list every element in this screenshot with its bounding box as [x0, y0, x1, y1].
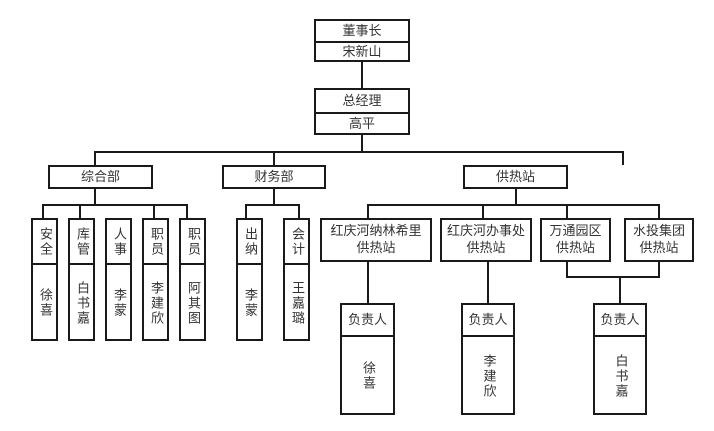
connector	[515, 189, 517, 205]
station-name: 红庆河办事处 供热站	[446, 224, 525, 256]
staff-role: 人事	[111, 226, 126, 257]
head-name: 白书嘉	[612, 353, 628, 399]
head-card: 负责人 李建欣	[461, 303, 515, 415]
department-name: 财务部	[254, 169, 294, 185]
staff-name: 阿其图	[185, 280, 200, 326]
staff-card: 人事 李蒙	[105, 218, 132, 341]
connector	[245, 204, 247, 218]
department-finance: 财务部	[222, 165, 326, 189]
staff-role: 职员	[148, 226, 163, 257]
connector	[658, 204, 660, 218]
connector	[42, 204, 44, 218]
connector	[298, 204, 300, 218]
station-name: 水投集团 供热站	[632, 224, 685, 256]
station-name: 红庆河纳林希里 供热站	[330, 224, 422, 256]
connector-gm-down	[361, 135, 363, 152]
head-name: 徐喜	[360, 361, 375, 391]
gm-title: 总经理	[342, 93, 382, 109]
station-box: 红庆河纳林希里 供热站	[320, 218, 432, 262]
connector	[658, 262, 660, 278]
general-manager-box: 总经理 高平	[314, 88, 410, 135]
staff-name: 李建欣	[148, 280, 163, 326]
staff-role: 安全	[37, 226, 52, 257]
station-box: 万通园区 供热站	[540, 218, 611, 262]
head-role: 负责人	[347, 312, 387, 328]
connector	[487, 262, 489, 303]
staff-role: 职员	[185, 226, 200, 257]
connector	[566, 276, 660, 278]
connector	[482, 204, 484, 218]
staff-card: 库管 白书嘉	[68, 218, 95, 341]
staff-name: 徐喜	[37, 288, 52, 318]
connector	[619, 276, 621, 303]
staff-card: 职员 阿其图	[179, 218, 206, 341]
staff-role: 会计	[289, 226, 304, 257]
gm-name: 高平	[316, 112, 408, 135]
head-card: 负责人 白书嘉	[593, 303, 647, 415]
connector	[94, 189, 96, 205]
connector	[79, 204, 81, 218]
head-card: 负责人 徐喜	[340, 303, 395, 415]
connector	[245, 204, 300, 206]
staff-name: 白书嘉	[74, 280, 89, 326]
station-name: 万通园区 供热站	[549, 224, 602, 256]
connector	[273, 189, 275, 205]
staff-role: 库管	[74, 226, 89, 257]
department-heating-station: 供热站	[463, 165, 568, 189]
station-box: 红庆河办事处 供热站	[440, 218, 532, 262]
connector	[42, 204, 188, 206]
staff-card: 职员 李建欣	[142, 218, 169, 341]
station-box: 水投集团 供热站	[624, 218, 694, 262]
staff-name: 李蒙	[242, 288, 257, 318]
connector	[153, 204, 155, 218]
connector	[367, 262, 369, 303]
head-role: 负责人	[468, 312, 508, 328]
department-general-affairs: 综合部	[48, 165, 153, 189]
staff-card: 安全 徐喜	[31, 218, 58, 341]
staff-card: 会计 王嘉璐	[283, 218, 310, 341]
staff-role: 出纳	[242, 226, 257, 257]
connector-departments	[94, 151, 624, 153]
connector	[367, 204, 369, 218]
connector	[186, 204, 188, 218]
staff-name: 王嘉璐	[289, 280, 304, 326]
connector	[566, 262, 568, 278]
connector-dept3	[622, 151, 624, 165]
staff-name: 李蒙	[111, 288, 126, 318]
connector-dept1	[94, 151, 96, 165]
connector-dept2	[273, 151, 275, 165]
department-name: 综合部	[80, 169, 120, 185]
head-name: 李建欣	[480, 353, 496, 399]
head-role: 负责人	[600, 312, 640, 328]
staff-card: 出纳 李蒙	[236, 218, 263, 341]
connector-chairman-gm	[361, 62, 363, 88]
department-name: 供热站	[495, 169, 535, 185]
chairman-title: 董事长	[342, 23, 382, 39]
chairman-name: 宋新山	[316, 41, 408, 62]
connector	[367, 204, 658, 206]
connector	[566, 204, 568, 218]
chairman-box: 董事长 宋新山	[314, 19, 410, 62]
